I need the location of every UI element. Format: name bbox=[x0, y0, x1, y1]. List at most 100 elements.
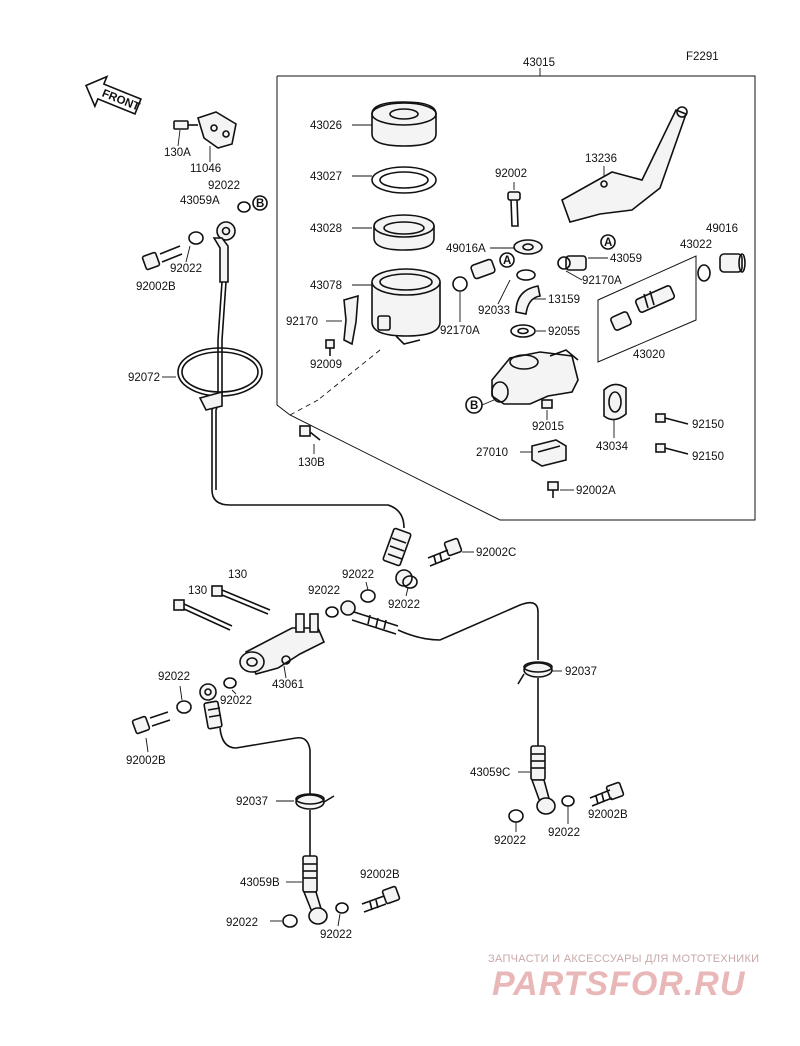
label-130-2: 130 bbox=[188, 585, 207, 597]
svg-text:B: B bbox=[470, 400, 478, 412]
left-lower-hose bbox=[219, 727, 311, 800]
joint-43061-icon bbox=[239, 613, 326, 675]
washer-92033-icon bbox=[516, 269, 536, 281]
label-92055: 92055 bbox=[548, 326, 580, 338]
marker-a-2 bbox=[600, 234, 616, 250]
label-13159: 13159 bbox=[548, 294, 580, 306]
reservoir-cap-icon bbox=[371, 101, 437, 147]
washer-left-icon bbox=[188, 231, 204, 245]
label-92022-tl: 92022 bbox=[208, 180, 240, 192]
upper-brake-hose bbox=[211, 281, 405, 529]
label-11046: 11046 bbox=[190, 163, 221, 175]
diaphragm-plate-icon bbox=[371, 166, 437, 194]
label-92150-1: 92150 bbox=[692, 419, 724, 431]
hose-clamp-right-icon bbox=[517, 661, 553, 685]
banjo-bolt-b-icon bbox=[361, 885, 401, 913]
label-92022-b2: 92022 bbox=[320, 929, 352, 941]
banjo-43059a-icon bbox=[212, 221, 236, 283]
label-49016a: 49016A bbox=[446, 243, 486, 255]
label-92002b-l2: 92002B bbox=[126, 755, 166, 767]
label-43028: 43028 bbox=[310, 223, 342, 235]
assembly-boundary bbox=[276, 75, 756, 521]
bolt-130-lower-icon bbox=[173, 599, 233, 631]
screw-92015-icon bbox=[541, 399, 553, 409]
label-92150-2: 92150 bbox=[692, 451, 724, 463]
label-92170a-2: 92170A bbox=[440, 325, 480, 337]
fitting-43059-icon bbox=[557, 255, 587, 271]
washer-m2-icon bbox=[402, 575, 418, 589]
svg-text:A: A bbox=[503, 255, 511, 267]
label-43059c: 43059C bbox=[470, 767, 510, 779]
washer-l2-icon bbox=[176, 700, 192, 714]
banjo-bolt-92002c-icon bbox=[427, 537, 463, 567]
label-43027: 43027 bbox=[310, 171, 342, 183]
label-43026: 43026 bbox=[310, 120, 342, 132]
circlip-43022-icon bbox=[697, 264, 711, 282]
right-brake-line bbox=[397, 601, 539, 660]
watermark-brand: PARTSFOR.RU bbox=[492, 965, 746, 1003]
washer-tl-icon bbox=[237, 201, 251, 213]
label-27010: 27010 bbox=[476, 447, 508, 459]
label-43059b: 43059B bbox=[240, 877, 280, 889]
label-43061: 43061 bbox=[272, 679, 304, 691]
washer-l3-icon bbox=[223, 677, 237, 689]
marker-a-1 bbox=[499, 252, 515, 268]
label-92022-m2: 92022 bbox=[388, 599, 420, 611]
bolt-92150-a-icon bbox=[655, 413, 689, 425]
clamp-43034-icon bbox=[603, 383, 627, 421]
label-92037-r: 92037 bbox=[565, 666, 597, 678]
label-43059a: 43059A bbox=[180, 195, 220, 207]
label-92009: 92009 bbox=[310, 359, 342, 371]
banjo-bolt-l2-icon bbox=[131, 711, 171, 735]
banjo-bolt-r-icon bbox=[589, 781, 625, 807]
label-92022-m3: 92022 bbox=[308, 585, 340, 597]
label-92002c: 92002C bbox=[476, 547, 516, 559]
svg-text:B: B bbox=[256, 198, 264, 210]
washer-m1-icon bbox=[360, 589, 376, 603]
label-92022-left: 92022 bbox=[170, 263, 202, 275]
boot-49016a-icon bbox=[513, 239, 543, 255]
front-arrow-icon: FRONT bbox=[84, 75, 142, 115]
hose-joint-icon bbox=[452, 258, 496, 292]
label-92022-r1: 92022 bbox=[494, 835, 526, 847]
screw-92009-icon bbox=[325, 339, 335, 356]
brake-lever-icon bbox=[561, 106, 688, 223]
label-92022-l2: 92022 bbox=[158, 671, 190, 683]
label-43034: 43034 bbox=[596, 441, 629, 453]
label-92002b-b: 92002B bbox=[360, 869, 400, 881]
washer-r1-icon bbox=[508, 809, 524, 823]
bolt-130a-icon bbox=[173, 120, 198, 130]
label-92022-b1: 92022 bbox=[226, 917, 258, 929]
label-43022: 43022 bbox=[680, 239, 712, 251]
label-92015: 92015 bbox=[532, 421, 564, 433]
hose-clamp-left-icon bbox=[295, 793, 335, 810]
label-92033: 92033 bbox=[478, 305, 510, 317]
label-92002b-r: 92002B bbox=[588, 809, 628, 821]
bolt-130-upper-icon bbox=[211, 585, 271, 615]
wire-clamp-92072-icon bbox=[177, 347, 263, 411]
hose-fitting-mid-icon bbox=[382, 527, 413, 587]
hose-end-43059b-icon bbox=[302, 855, 328, 925]
label-92002b-left: 92002B bbox=[136, 281, 176, 293]
label-130b: 130B bbox=[298, 457, 325, 469]
label-130-1: 130 bbox=[228, 569, 247, 581]
svg-text:A: A bbox=[604, 237, 612, 249]
screw-92002a-icon bbox=[547, 481, 559, 498]
label-43059: 43059 bbox=[610, 253, 642, 265]
marker-b-upper bbox=[252, 195, 268, 211]
label-92170a-1: 92170A bbox=[582, 275, 622, 287]
banjo-left-lower-icon bbox=[199, 683, 223, 730]
label-43078: 43078 bbox=[310, 280, 342, 292]
figure-id: F2291 bbox=[686, 51, 719, 63]
label-92002-top: 92002 bbox=[495, 168, 527, 180]
master-cylinder-body-icon bbox=[491, 349, 579, 405]
bolt-92150-b-icon bbox=[655, 443, 689, 455]
label-92002a: 92002A bbox=[576, 485, 616, 497]
label-92022-m1: 92022 bbox=[342, 569, 374, 581]
assembly-label: 43015 bbox=[523, 57, 555, 69]
pivot-bolt-92002-icon bbox=[507, 191, 521, 227]
label-130a: 130A bbox=[164, 147, 191, 159]
label-49016: 49016 bbox=[706, 223, 738, 235]
piston-kit-icon bbox=[610, 285, 676, 331]
